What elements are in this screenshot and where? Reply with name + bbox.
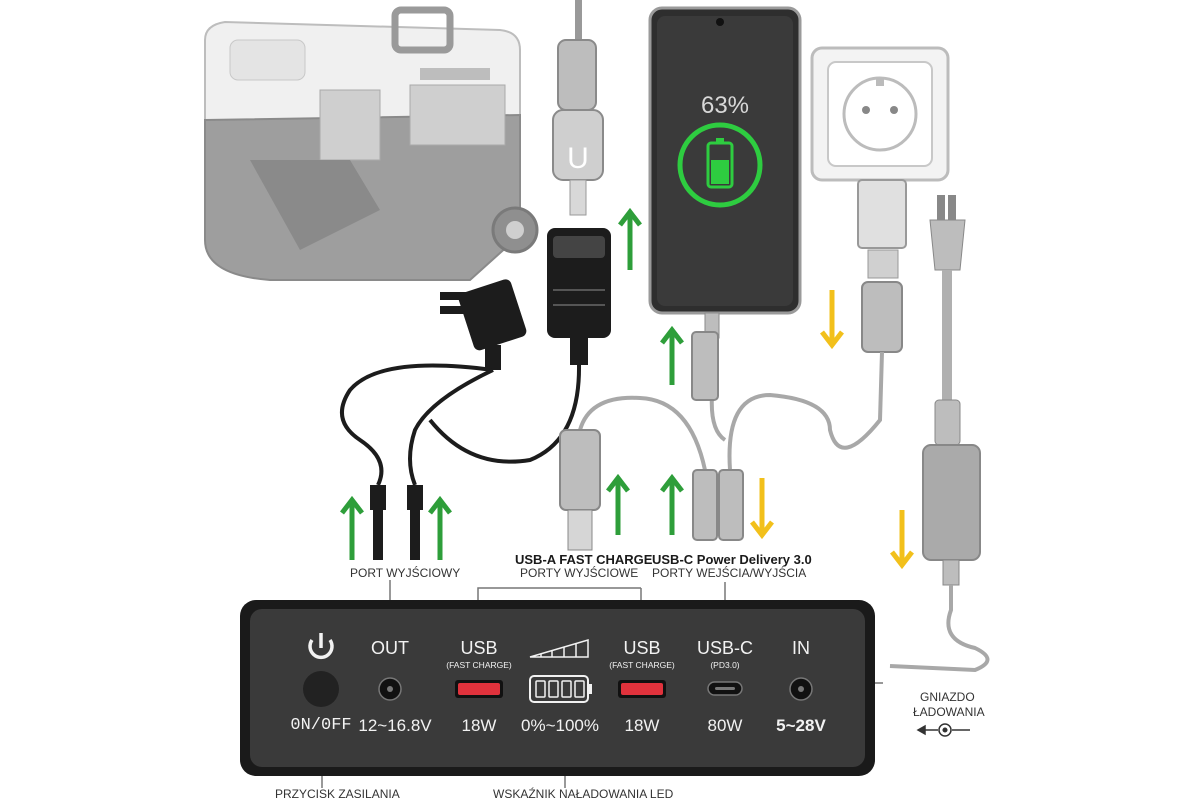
arrow-up-icon [606,473,630,535]
dc-out-port [378,677,402,701]
yellow-arrows [750,290,914,570]
panel-usb-left-label: USB [460,638,498,658]
panel-in-label: IN [792,638,810,658]
power-button[interactable] [303,671,339,707]
caption-usb-c-title: USB-C Power Delivery 3.0 [652,552,812,567]
panel-battery-value: 0%~100% [521,716,599,735]
power-icon [308,633,334,660]
usb-a-port-right-red [621,683,663,695]
panel-usbc-value: 80W [707,716,743,735]
arrow-up-icon [660,325,684,385]
arrow-up-icon [660,473,684,535]
arrow-down-icon [820,290,844,350]
dc-polarity-icon [916,723,970,737]
panel-in-value: 5~28V [776,716,826,735]
caption-charging-socket-1: GNIAZDO [920,690,975,704]
caption-led-indicator: WSKAŹNIK NAŁADOWANIA LED [493,787,674,801]
panel-usb-right-sub: (FAST CHARGE) [609,660,675,670]
caption-charging-socket-2: ŁADOWANIA [913,705,985,719]
car-socket-image [547,228,611,365]
panel-out-value: 12~16.8V [358,716,432,735]
panel-out-label: OUT [371,638,409,658]
arrow-up-icon [618,207,642,270]
panel-usb-left-sub: (FAST CHARGE) [446,660,512,670]
smartphone-image [648,6,802,339]
dc-plugs-image [370,485,423,560]
panel-onoff-value: 0N/0FF [290,716,352,735]
usb-charger-image [857,179,907,353]
usb-c-plugs-image [691,331,744,541]
panel-usb-right-value: 18W [624,716,660,735]
phone-battery-percent: 63% [700,92,750,119]
battery-led-icon [529,675,592,703]
caption-usb-c-sub: PORTY WEJŚCIA/WYJŚCIA [652,566,807,580]
caption-power-button: PRZYCISK ZASILANIA [275,787,400,801]
panel-usbc-sub: (PD3.0) [710,660,740,670]
caption-usb-a-sub: PORTY WYJŚCIOWE [520,566,639,580]
wall-socket-image [810,46,950,182]
caption-usb-a-title: USB-A FAST CHARGE [515,552,653,567]
panel-usb-right-label: USB [623,638,661,658]
ac-plug-image [440,279,527,370]
arrow-down-icon [750,478,774,540]
arrow-up-icon [340,495,364,560]
panel-usbc-label: USB-C [696,638,753,658]
usb-a-port-left-red [458,683,500,695]
dc-in-port [789,677,813,701]
green-arrows [340,207,684,560]
cooler-box-image [204,6,539,281]
usb-a-plug-image [559,429,601,551]
arrow-up-icon [428,495,452,560]
car-plug-image: U [552,0,604,216]
dc-cables [340,363,582,486]
ac-adapter-image [922,195,981,586]
arrow-down-icon [890,510,914,570]
panel-usb-left-value: 18W [461,716,497,735]
caption-port-output: PORT WYJŚCIOWY [350,566,461,580]
svg-text:U: U [567,142,589,175]
charge-level-icon [529,638,589,658]
usb-c-port [707,681,743,696]
